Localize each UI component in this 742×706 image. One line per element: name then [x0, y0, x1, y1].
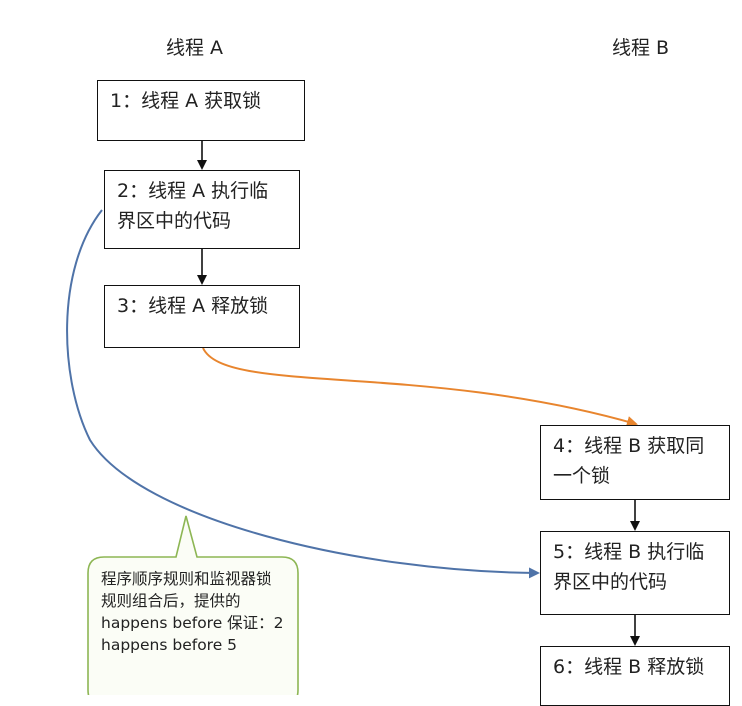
step-5-box: 5：线程 B 执行临界区中的代码 [540, 531, 730, 615]
thread-a-header: 线程 A [166, 37, 224, 59]
thread-b-header: 线程 B [612, 37, 670, 59]
step-4-box: 4：线程 B 获取同一个锁 [540, 425, 730, 500]
step-6-box: 6：线程 B 释放锁 [540, 646, 730, 706]
callout-note: 程序顺序规则和监视器锁规则组合后，提供的 happens before 保证：2… [101, 570, 284, 654]
step-2-box: 2：线程 A 执行临界区中的代码 [104, 170, 300, 249]
blue-arrow-step2-to-step5 [66, 209, 540, 579]
callout-bubble [87, 515, 299, 695]
step-1-box: 1：线程 A 获取锁 [97, 80, 305, 141]
orange-arrow-step3-to-step4 [202, 347, 638, 427]
step-3-box: 3：线程 A 释放锁 [104, 285, 300, 348]
